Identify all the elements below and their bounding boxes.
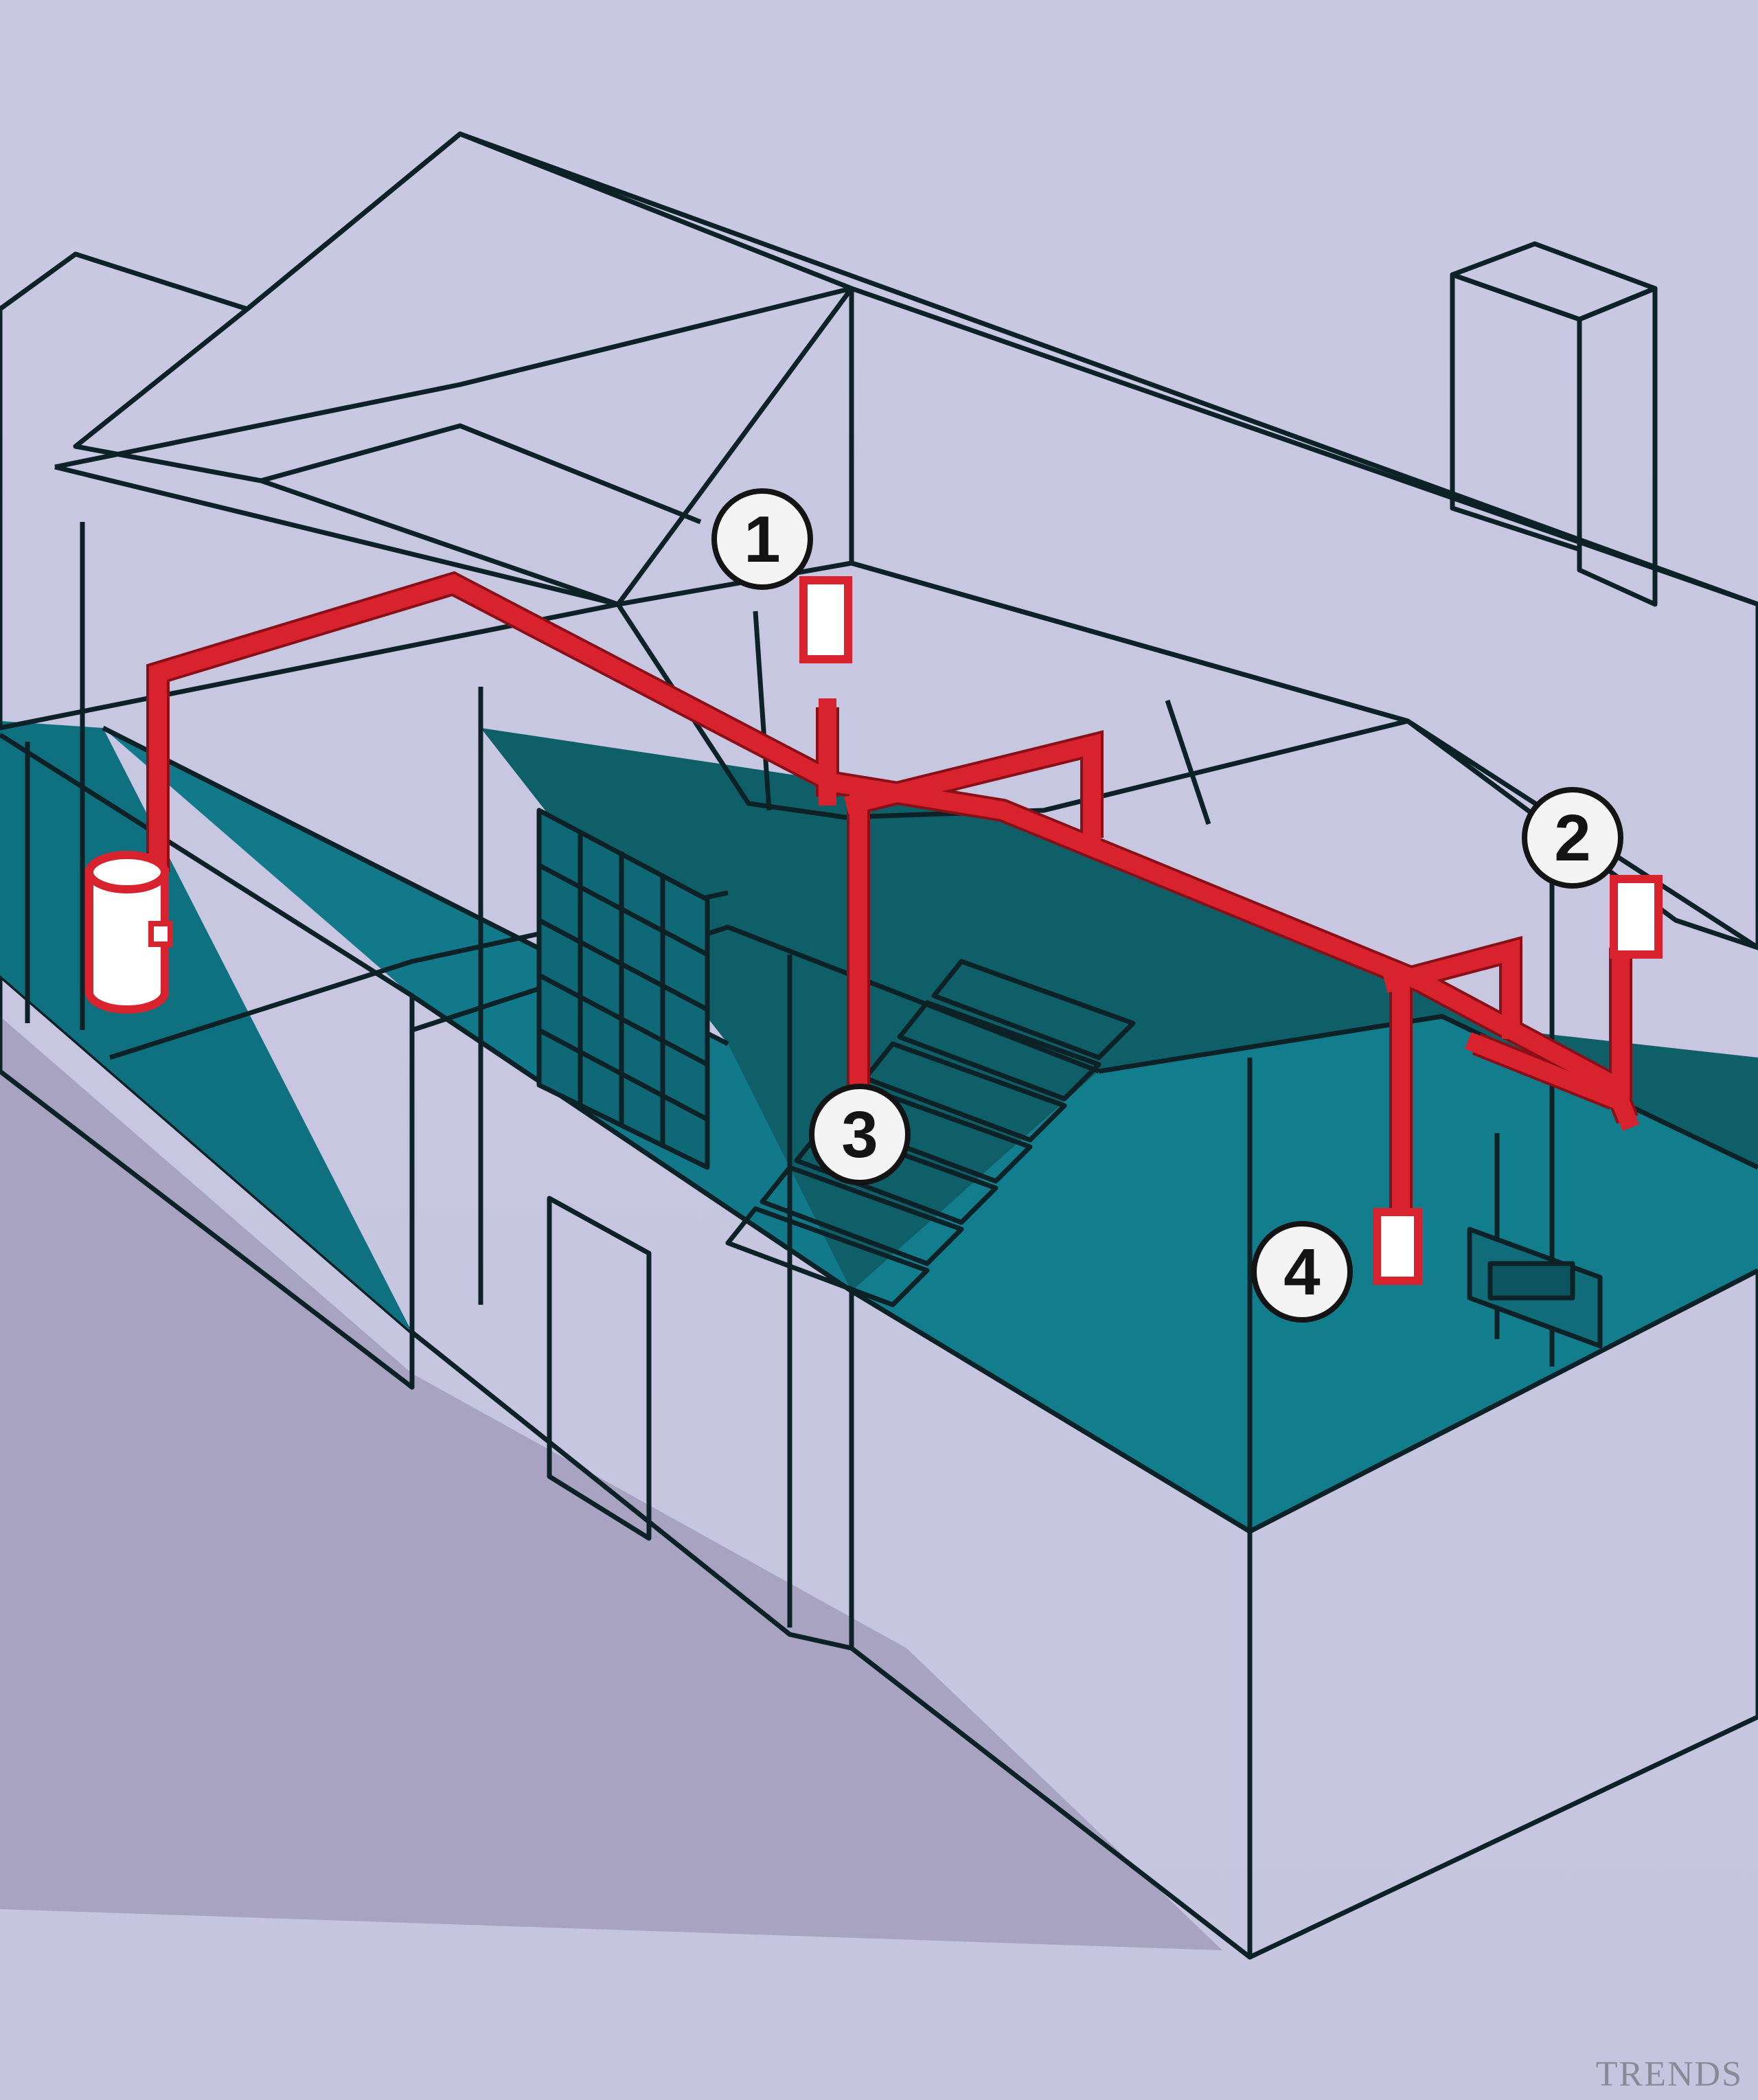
fixture-1 bbox=[799, 576, 852, 663]
front-door bbox=[547, 1196, 652, 1541]
marker-2: 2 bbox=[1522, 787, 1623, 889]
chimney bbox=[1450, 241, 1658, 607]
svg-text:3: 3 bbox=[841, 1098, 878, 1172]
window-grid bbox=[536, 808, 710, 1170]
pipe-loop-a bbox=[844, 733, 1101, 847]
hot-water-pipes bbox=[146, 571, 1639, 1224]
fixture-2 bbox=[1610, 875, 1663, 959]
svg-text:4: 4 bbox=[1283, 1235, 1320, 1309]
marker-3: 3 bbox=[809, 1084, 911, 1185]
hot-water-cylinder bbox=[85, 851, 173, 1014]
marker-1: 1 bbox=[711, 488, 813, 590]
trends-watermark: TRENDS bbox=[1595, 2055, 1743, 2094]
fireplace bbox=[1467, 1226, 1603, 1349]
fixture-4 bbox=[1373, 1208, 1422, 1285]
ground-shadow bbox=[0, 1003, 1222, 1950]
pipe-branch-2-link bbox=[1465, 1032, 1625, 1110]
svg-text:2: 2 bbox=[1554, 801, 1590, 875]
marker-4: 4 bbox=[1251, 1221, 1353, 1323]
svg-text:1: 1 bbox=[744, 503, 780, 576]
pipe-loop-b bbox=[1383, 939, 1520, 1039]
